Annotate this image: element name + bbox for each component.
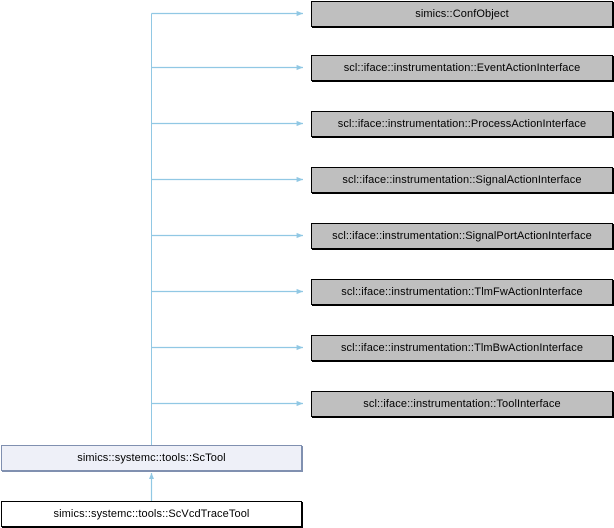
class-node-tool-interface[interactable]: scl::iface::instrumentation::ToolInterfa… [311, 391, 613, 417]
class-node-sc-vcd-trace-tool[interactable]: simics::systemc::tools::ScVcdTraceTool [1, 501, 302, 527]
class-node-label: scl::iface::instrumentation::EventAction… [343, 61, 581, 74]
class-node-label: scl::iface::instrumentation::SignalActio… [342, 173, 582, 186]
class-node-label: scl::iface::instrumentation::ProcessActi… [337, 117, 587, 130]
class-node-label: simics::systemc::tools::ScVcdTraceTool [53, 507, 250, 520]
class-node-event-action-interface[interactable]: scl::iface::instrumentation::EventAction… [311, 55, 613, 81]
class-node-sc-tool-current[interactable]: simics::systemc::tools::ScTool [1, 445, 302, 471]
class-node-label: simics::systemc::tools::ScTool [77, 451, 226, 464]
class-node-tlm-fw-action-interface[interactable]: scl::iface::instrumentation::TlmFwAction… [311, 279, 613, 305]
class-node-signal-port-action-interface[interactable]: scl::iface::instrumentation::SignalPortA… [311, 223, 613, 249]
class-node-label: scl::iface::instrumentation::TlmFwAction… [341, 285, 583, 298]
class-node-label: scl::iface::instrumentation::TlmBwAction… [340, 341, 584, 354]
class-node-label: simics::ConfObject [415, 7, 509, 20]
class-node-tlm-bw-action-interface[interactable]: scl::iface::instrumentation::TlmBwAction… [311, 335, 613, 361]
class-node-label: scl::iface::instrumentation::SignalPortA… [332, 229, 592, 242]
class-node-label: scl::iface::instrumentation::ToolInterfa… [363, 397, 561, 410]
class-node-conf-object[interactable]: simics::ConfObject [311, 1, 613, 27]
class-node-signal-action-interface[interactable]: scl::iface::instrumentation::SignalActio… [311, 167, 613, 193]
class-node-process-action-interface[interactable]: scl::iface::instrumentation::ProcessActi… [311, 111, 613, 137]
